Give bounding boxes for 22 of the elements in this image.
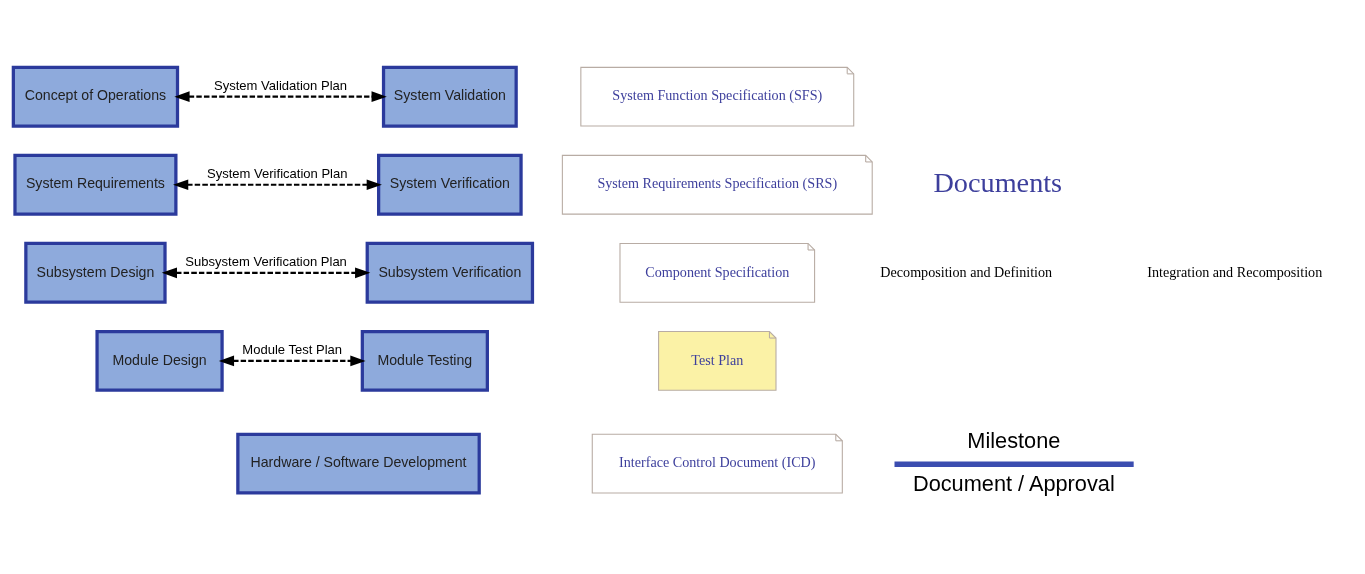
node-box: System Verification xyxy=(377,153,523,216)
node-box: Module Testing xyxy=(360,329,489,392)
arrow xyxy=(174,90,387,102)
node-box: Subsystem Verification xyxy=(365,241,535,304)
arrow xyxy=(218,355,366,366)
legend-label: Milestone xyxy=(967,427,1061,453)
edge-label: Subsystem Verification Plan xyxy=(185,253,347,269)
arrow xyxy=(161,267,371,278)
node-box: Concept of Operations xyxy=(11,65,180,128)
edge-label: System Validation Plan xyxy=(214,77,348,93)
legend-label: Document / Approval xyxy=(912,470,1115,496)
node-box: System Requirements xyxy=(13,153,178,216)
node-box: Subsystem Design xyxy=(24,241,167,304)
label: Integration and Recomposition xyxy=(1147,263,1323,280)
node-box: Module Design xyxy=(95,329,224,392)
edge-label: Module Test Plan xyxy=(242,341,343,357)
node-box: System Validation xyxy=(381,65,518,128)
node-box: Hardware / Software Development xyxy=(236,432,481,495)
label: Decomposition and Definition xyxy=(880,263,1053,280)
edge-label: System Verification Plan xyxy=(207,165,348,181)
arrow xyxy=(173,178,382,190)
label: Documents xyxy=(933,166,1063,198)
